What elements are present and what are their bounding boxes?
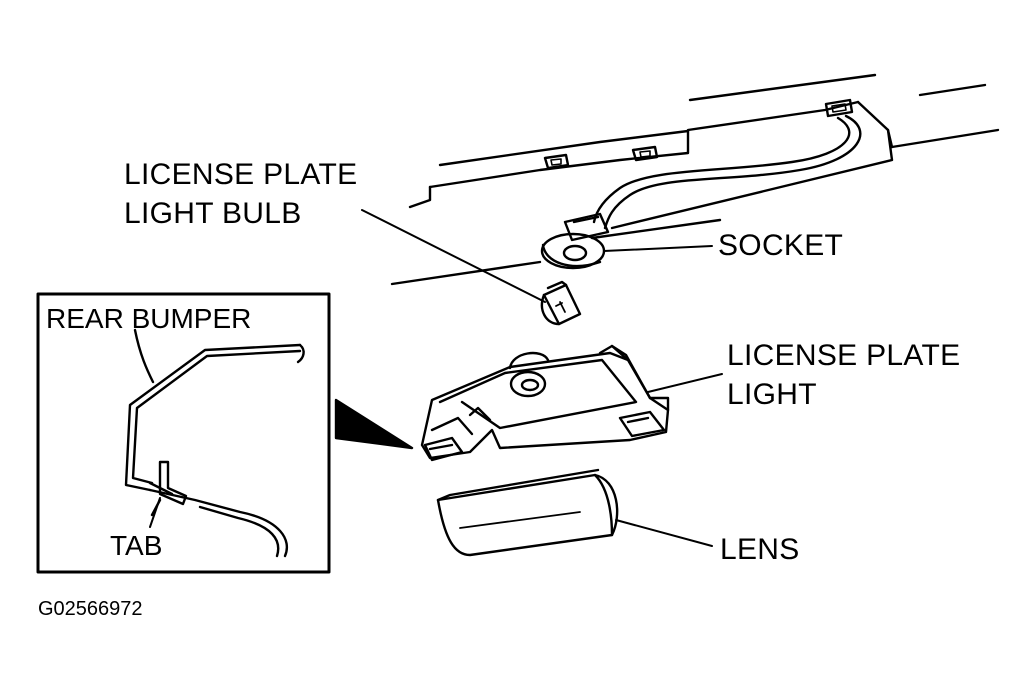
socket-label: SOCKET bbox=[718, 229, 844, 262]
socket-part bbox=[542, 214, 608, 268]
tab-label: TAB bbox=[110, 530, 163, 561]
rear-bumper-detail bbox=[126, 330, 304, 556]
lens-part bbox=[438, 470, 617, 555]
lens-label: LENS bbox=[720, 533, 800, 566]
tab-leader-line bbox=[150, 498, 160, 527]
light-label-line2: LIGHT bbox=[727, 378, 817, 411]
figure-id: G02566972 bbox=[38, 598, 143, 620]
wiring-harness bbox=[594, 116, 860, 228]
license-plate-light-housing bbox=[422, 346, 668, 460]
detail-pointer-wedge bbox=[336, 400, 412, 448]
inset-frame bbox=[38, 294, 329, 572]
bulb-label-line2: LIGHT BULB bbox=[124, 197, 302, 230]
rear-bumper-label: REAR BUMPER bbox=[46, 303, 252, 334]
bulb-label-line1: LICENSE PLATE bbox=[124, 158, 358, 191]
light-label-line1: LICENSE PLATE bbox=[727, 339, 961, 372]
light-bulb-part bbox=[542, 282, 580, 324]
leader-lines bbox=[362, 210, 722, 546]
rear-body-panel bbox=[392, 75, 998, 284]
